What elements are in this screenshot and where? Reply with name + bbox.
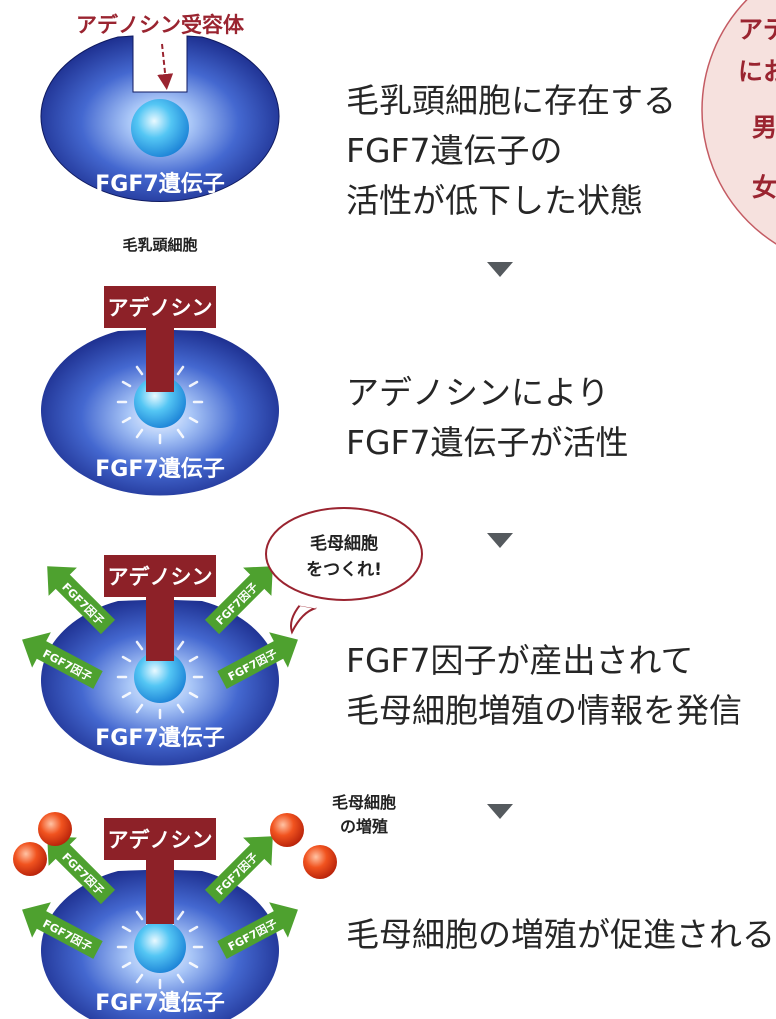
- step-1-line-3: 活性が低下した状態: [346, 181, 643, 220]
- gene-label: FGF7遺伝子: [95, 172, 224, 197]
- step-2-line-1: アデノシンにより: [346, 373, 610, 412]
- corner-note-line-4: 女: [752, 173, 776, 202]
- adenosine-label: アデノシン: [108, 828, 213, 852]
- proliferation-label-line-1: 毛母細胞: [332, 793, 396, 812]
- step-4-description: 毛母細胞の増殖が促進される: [346, 910, 775, 960]
- step-1-line-1: 毛乳頭細胞に存在する: [346, 81, 676, 120]
- receptor-pointer-arrow: [157, 43, 174, 90]
- down-triangle-icon: [487, 804, 513, 819]
- nucleus-icon: [134, 921, 186, 973]
- gene-label: FGF7遺伝子: [95, 991, 224, 1016]
- gene-label: FGF7遺伝子: [95, 457, 224, 482]
- step-2-line-2: FGF7遺伝子が活性: [346, 423, 629, 462]
- down-triangle-icon: [487, 533, 513, 548]
- adenosine-block: アデノシン: [104, 286, 216, 392]
- corner-note: アデ にお 男 女: [701, 0, 776, 245]
- step-1-description: 毛乳頭細胞に存在する FGF7遺伝子の 活性が低下した状態: [346, 76, 676, 226]
- speech-bubble-line-2: をつくれ!: [306, 560, 382, 580]
- speech-bubble-line-1: 毛母細胞: [310, 533, 378, 554]
- speech-bubble: 毛母細胞 をつくれ!: [265, 507, 423, 635]
- hair-matrix-cell-icon: [13, 842, 47, 876]
- adenosine-block: アデノシン: [104, 818, 216, 924]
- adenosine-label: アデノシン: [108, 296, 213, 320]
- step-4-line-1: 毛母細胞の増殖が促進される: [346, 915, 775, 954]
- hair-matrix-cell-icon: [38, 812, 72, 846]
- step-3-description: FGF7因子が産出されて 毛母細胞増殖の情報を発信: [346, 636, 742, 736]
- nucleus-icon: [134, 651, 186, 703]
- adenosine-block: アデノシン: [104, 555, 216, 661]
- step-1-line-2: FGF7遺伝子の: [346, 131, 563, 170]
- step-3-line-1: FGF7因子が産出されて: [346, 641, 694, 680]
- down-triangle-icon: [487, 262, 513, 277]
- receptor-label: アデノシン受容体: [76, 13, 245, 37]
- adenosine-label: アデノシン: [108, 565, 213, 589]
- corner-note-line-1: アデ: [738, 15, 776, 44]
- hair-matrix-cell-icon: [270, 813, 304, 847]
- stage-4-cell: FGF7遺伝子: [41, 870, 279, 1019]
- corner-note-line-2: にお: [738, 57, 776, 86]
- step-3-line-2: 毛母細胞増殖の情報を発信: [346, 691, 742, 730]
- papilla-label: 毛乳頭細胞: [122, 236, 197, 254]
- nucleus-icon: [131, 99, 189, 157]
- proliferation-label-line-2: の増殖: [340, 817, 388, 836]
- step-2-description: アデノシンにより FGF7遺伝子が活性: [346, 368, 629, 468]
- stage-3-cell: FGF7遺伝子: [41, 600, 279, 766]
- gene-label: FGF7遺伝子: [95, 726, 224, 751]
- stage-1-cell: FGF7遺伝子: [40, 35, 280, 202]
- corner-note-line-3: 男: [752, 113, 776, 142]
- hair-matrix-cell-icon: [303, 845, 337, 879]
